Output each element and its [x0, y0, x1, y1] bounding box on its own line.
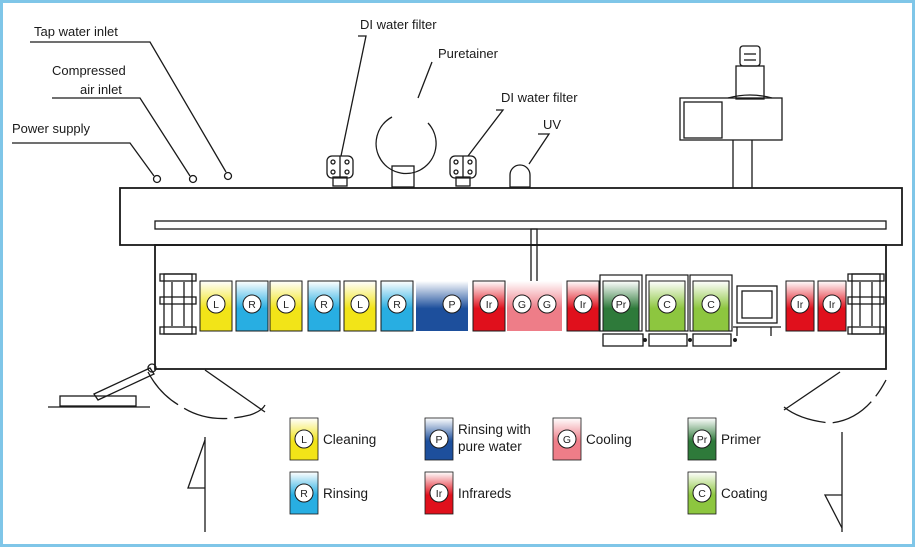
tank-letter: Ir — [580, 299, 587, 311]
tank-r: R — [307, 280, 341, 332]
tank-letter: C — [663, 299, 671, 311]
tank-letter: C — [707, 299, 715, 311]
motor-fan-unit-icon — [679, 45, 783, 188]
left-loading-arm-icon — [48, 363, 157, 408]
legend-letter: G — [563, 434, 571, 446]
di-water-filter-2-icon — [449, 155, 477, 187]
legend-letter: R — [300, 488, 308, 500]
power-supply-label: Power supply — [12, 121, 91, 136]
drop-pipe — [530, 228, 538, 289]
tank-ir: Ir — [785, 280, 815, 332]
di-water-filter-1-label: DI water filter — [360, 17, 437, 32]
legend-letter: Ir — [436, 488, 443, 500]
legend-item-coating: C Coating — [687, 471, 768, 515]
tank-g: G — [532, 281, 562, 331]
right-swing-path — [783, 371, 887, 532]
legend-label: Coating — [721, 486, 768, 501]
process-tanks: L R L R L R P Ir G G Ir Pr C C Ir Ir — [199, 274, 847, 332]
tank-ir: Ir — [472, 280, 506, 332]
legend-item-rinsing: R Rinsing — [289, 471, 368, 515]
tank-p: P — [436, 281, 468, 331]
rack-icon — [733, 285, 781, 336]
legend-label: pure water — [458, 439, 522, 454]
tank-letter: P — [448, 299, 455, 311]
legend-item-infrareds: Ir Infrareds — [424, 471, 512, 515]
tap-water-port-icon — [223, 171, 233, 181]
uv-label: UV — [543, 117, 561, 132]
tank-letter: R — [393, 299, 401, 311]
legend-letter: L — [301, 434, 307, 446]
tank-l: L — [199, 280, 233, 332]
tank-l: L — [269, 280, 303, 332]
lower-trays — [602, 333, 737, 347]
tank-r: R — [235, 280, 269, 332]
compressed-air-label-line2: air inlet — [80, 82, 122, 97]
legend-item-rinsing-with: P Rinsing with pure water — [424, 417, 531, 461]
top-housing — [119, 187, 903, 246]
tank-pr: Pr — [599, 274, 643, 332]
legend-label: Cleaning — [323, 432, 376, 447]
tank-letter: Pr — [616, 299, 627, 311]
legend-item-cooling: G Cooling — [552, 417, 632, 461]
left-end-frame-icon — [159, 273, 197, 335]
legend-item-primer: Pr Primer — [687, 417, 761, 461]
tank-letter: Ir — [797, 299, 804, 311]
legend-label: Rinsing — [323, 486, 368, 501]
tank-letter: Ir — [829, 299, 836, 311]
legend-letter: P — [435, 434, 442, 446]
lower-body — [154, 244, 887, 370]
compressed-air-port-icon — [188, 174, 198, 184]
tank-letter: G — [543, 299, 551, 311]
right-end-frame-icon — [847, 273, 885, 335]
di-water-filter-2-label: DI water filter — [501, 90, 578, 105]
legend-label: Infrareds — [458, 486, 512, 501]
tank-letter: L — [283, 299, 289, 311]
legend-label: Primer — [721, 432, 761, 447]
uv-lamp-icon — [509, 164, 531, 188]
tank-letter: R — [248, 299, 256, 311]
tank-letter: L — [357, 299, 363, 311]
tank-ir: Ir — [817, 280, 847, 332]
legend-letter: Pr — [697, 434, 708, 446]
puretainer-label: Puretainer — [438, 46, 499, 61]
legend-label: Cooling — [586, 432, 632, 447]
tank-blank — [416, 281, 436, 331]
compressed-air-label-line1: Compressed — [52, 63, 126, 78]
tank-letter: L — [213, 299, 219, 311]
tank-letter: R — [320, 299, 328, 311]
tank-ir: Ir — [566, 280, 600, 332]
legend-letter: C — [698, 488, 706, 500]
tap-water-inlet-label: Tap water inlet — [34, 24, 118, 39]
tank-l: L — [343, 280, 377, 332]
tank-r: R — [380, 280, 414, 332]
power-supply-port-icon — [152, 174, 162, 184]
legend-item-cleaning: L Cleaning — [289, 417, 376, 461]
di-water-filter-1-icon — [326, 155, 354, 187]
legend-label: Rinsing with — [458, 422, 531, 437]
tank-c: C — [689, 274, 733, 332]
tank-letter: Ir — [486, 299, 493, 311]
tank-letter: G — [518, 299, 526, 311]
puretainer-icon — [375, 116, 437, 188]
tank-c: C — [645, 274, 689, 332]
leader-lines — [12, 35, 551, 177]
left-swing-path — [147, 369, 266, 532]
conveyor-rail — [154, 220, 887, 230]
